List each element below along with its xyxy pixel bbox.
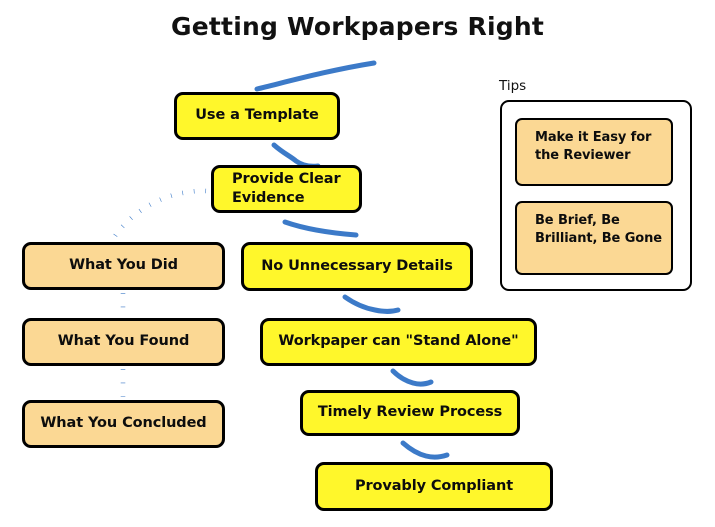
node-label: Timely Review Process <box>317 404 503 421</box>
tip-label: Make it Easy for the Reviewer <box>535 130 652 164</box>
node-no-unnecessary-details[interactable]: No Unnecessary Details <box>241 242 473 291</box>
node-label: Provide Clear Evidence <box>232 170 341 206</box>
connector-timely-to-compliant <box>400 440 450 460</box>
node-what-you-did[interactable]: What You Did <box>22 242 225 290</box>
node-label: What You Concluded <box>40 415 207 432</box>
connector-top-curve <box>254 60 377 92</box>
node-timely-review-process[interactable]: Timely Review Process <box>300 390 520 436</box>
node-label: What You Found <box>57 333 190 350</box>
node-label: No Unnecessary Details <box>261 257 453 274</box>
connector-standalone-to-timely <box>390 368 434 387</box>
tip-make-it-easy[interactable]: Make it Easy for the Reviewer <box>515 118 673 186</box>
node-what-you-concluded[interactable]: What You Concluded <box>22 400 225 448</box>
connector-details-to-standalone <box>342 294 401 314</box>
node-workpaper-stand-alone[interactable]: Workpaper can "Stand Alone" <box>260 318 537 366</box>
connector-template-to-evidence <box>271 142 321 169</box>
tips-panel-label: Tips <box>499 78 527 94</box>
tip-label: Be Brief, Be Brilliant, Be Gone <box>535 213 662 247</box>
connector-evidence-to-details <box>282 219 359 238</box>
node-label: Use a Template <box>195 107 319 124</box>
tip-be-brief[interactable]: Be Brief, Be Brilliant, Be Gone <box>515 201 673 275</box>
node-provide-clear-evidence[interactable]: Provide Clear Evidence <box>211 165 362 213</box>
node-label: Provably Compliant <box>354 477 514 494</box>
node-what-you-found[interactable]: What You Found <box>22 318 225 366</box>
connector-evidence-to-what-you-did <box>109 188 207 243</box>
page-title: Getting Workpapers Right <box>171 12 544 41</box>
node-label: What You Did <box>69 257 178 274</box>
node-label: Workpaper can "Stand Alone" <box>278 333 519 350</box>
node-use-a-template[interactable]: Use a Template <box>174 92 340 140</box>
node-provably-compliant[interactable]: Provably Compliant <box>315 462 553 511</box>
